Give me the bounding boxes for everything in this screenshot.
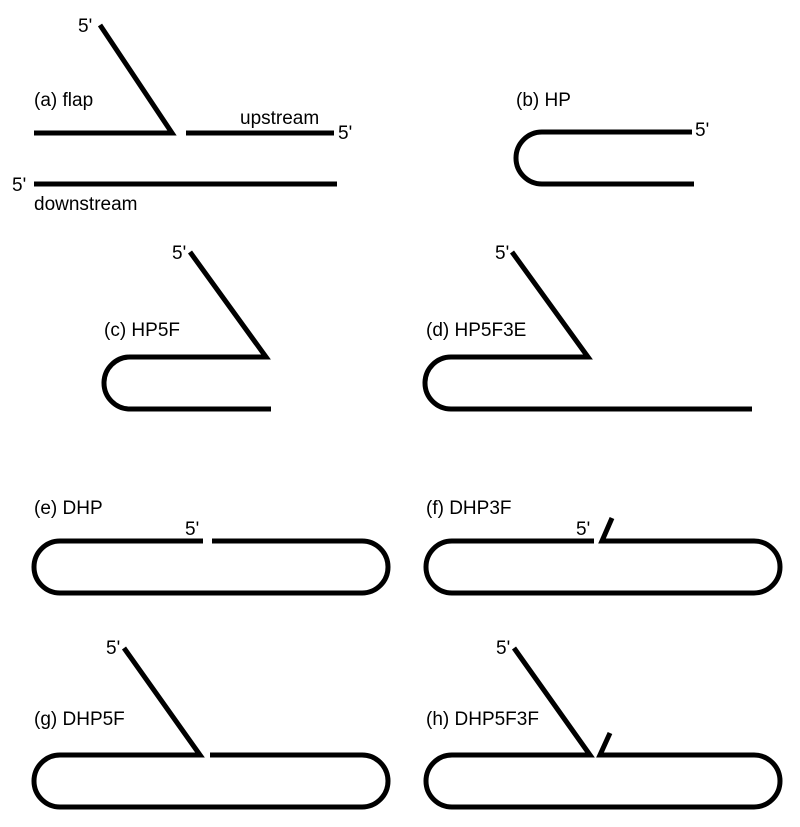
- panel-g-label: (g) DHP5F: [34, 709, 125, 730]
- panel-c-5prime-label: 5': [172, 243, 186, 264]
- panel-b-hp: (b) HP 5': [513, 90, 709, 187]
- panel-d-hp5f3e: (d) HP5F3E 5': [422, 243, 752, 412]
- panel-d-5prime-label: 5': [495, 243, 509, 264]
- panel-e-double-hairpin-strand: [31, 538, 391, 596]
- panel-d-hairpin-flap-extended-strand: [422, 250, 752, 412]
- panel-f-double-hairpin-3prime-flap-strand: [423, 517, 783, 596]
- panel-c-label: (c) HP5F: [104, 320, 180, 341]
- panel-h-double-hairpin-5prime-3prime-flap-strand: [423, 646, 783, 810]
- panel-h-label: (h) DHP5F3F: [426, 709, 539, 730]
- panel-b-label: (b) HP: [516, 90, 571, 111]
- panel-d-label: (d) HP5F3E: [426, 320, 526, 341]
- panel-a-flap-strand: [34, 23, 177, 136]
- panel-a-downstream-5prime-label: 5': [12, 175, 26, 196]
- panel-g-dhp5f: (g) DHP5F 5': [31, 638, 391, 810]
- panel-a-downstream-label: downstream: [34, 194, 138, 215]
- panel-h-5prime-label: 5': [496, 638, 510, 659]
- panel-c-hp5f: (c) HP5F 5': [101, 243, 271, 412]
- panel-a-flap: (a) flap 5' upstream 5' 5' downstream: [12, 16, 352, 215]
- panel-f-5prime-label: 5': [576, 519, 590, 540]
- panel-a-upstream-5prime-label: 5': [338, 123, 352, 144]
- panel-h-dhp5f3f: (h) DHP5F3F 5': [423, 638, 783, 810]
- panel-e-label: (e) DHP: [34, 498, 103, 519]
- panel-e-5prime-label: 5': [185, 519, 199, 540]
- panel-a-upstream-label: upstream: [240, 108, 319, 129]
- panel-a-flap-5prime-label: 5': [78, 16, 92, 37]
- panel-a-label: (a) flap: [34, 90, 93, 111]
- panel-f-dhp3f: (f) DHP3F 5': [423, 498, 783, 596]
- panel-b-hairpin-strand: [513, 129, 694, 187]
- panel-f-label: (f) DHP3F: [426, 498, 512, 519]
- panel-g-double-hairpin-5prime-flap-strand: [31, 646, 391, 810]
- panel-b-5prime-label: 5': [695, 120, 709, 141]
- panel-g-5prime-label: 5': [106, 638, 120, 659]
- panel-e-dhp: (e) DHP 5': [31, 498, 391, 596]
- panel-c-hairpin-flap-strand: [101, 250, 271, 412]
